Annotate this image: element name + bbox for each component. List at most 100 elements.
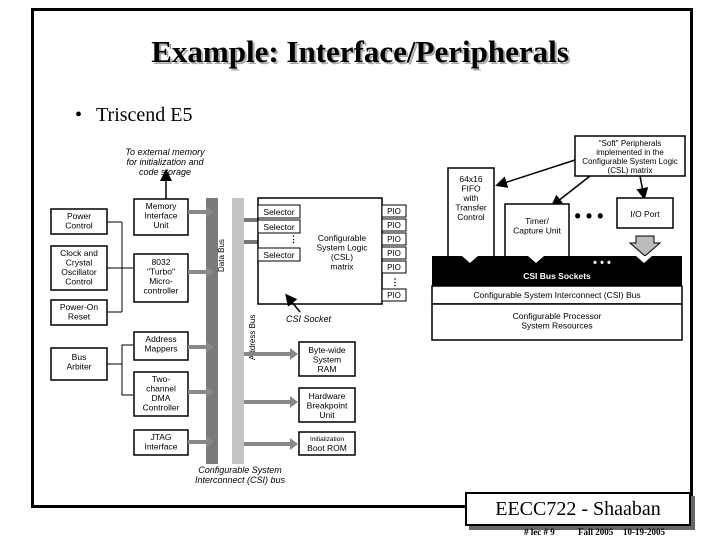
csi-sockets-bar: [432, 256, 682, 286]
ram-box: [298, 341, 356, 377]
text-line: Bus: [72, 352, 87, 362]
footer-date: 10-19-2005: [623, 527, 665, 537]
text-line: Memory: [146, 201, 177, 211]
text-line: Power-On: [60, 302, 99, 312]
text-line: To external memory: [125, 147, 205, 157]
timer-label: Timer/Capture Unit: [513, 216, 561, 236]
soft-periph-callout: [574, 135, 686, 177]
selector-label-2: Selector: [263, 222, 294, 232]
text-line: Control: [65, 277, 93, 287]
control-brace: [107, 221, 133, 313]
text-line: (CSL): [331, 252, 353, 262]
csi-socket-arrow: [285, 293, 301, 313]
pio-ellipsis: ⋮: [391, 277, 400, 287]
text-line: System Logic: [316, 243, 368, 253]
text-line: Interface: [144, 442, 177, 452]
clock-box: [50, 245, 108, 291]
io-port-box: [616, 197, 674, 229]
socket-notches: [462, 256, 652, 263]
text-line: channel: [146, 384, 176, 394]
text-line: "Soft" Peripherals: [599, 139, 662, 148]
processor-res-box: [431, 303, 683, 341]
bus-arbiter-box: [50, 347, 108, 381]
text-line: Control: [457, 212, 485, 222]
text-line: Reset: [68, 312, 91, 322]
mcu-label: 8032"Turbo"Micro-controller: [144, 257, 179, 296]
text-line: Configurable Processor: [513, 311, 602, 321]
text-line: "Turbo": [147, 267, 175, 277]
text-line: Crystal: [66, 258, 93, 268]
selector-ellipsis: ⋮: [289, 234, 298, 244]
pio-label-1: PIO: [387, 207, 401, 216]
text-line: Hardware: [309, 391, 346, 401]
miu-box: [133, 198, 189, 236]
boot-rom-box: [298, 431, 356, 456]
footer-lecture: # lec # 9: [524, 527, 555, 537]
mcu-box: [133, 253, 189, 303]
text-line: 8032: [152, 257, 171, 267]
csi-bus-right-label: Configurable System Interconnect (CSI) B…: [473, 290, 640, 300]
text-line: Configurable System: [198, 465, 282, 475]
text-line: DMA: [152, 393, 171, 403]
pio-label-3: PIO: [387, 235, 401, 244]
io-port-arrow: [628, 235, 662, 257]
addr-mappers-box: [133, 331, 189, 361]
text-line: RAM: [318, 364, 337, 374]
text-line: (CSL) matrix: [608, 166, 653, 175]
fifo-box: [447, 167, 495, 259]
text-line: implemented in the: [596, 148, 664, 157]
pio-label-4: PIO: [387, 249, 401, 258]
pio-label-5: PIO: [387, 263, 401, 272]
text-line: System: [313, 355, 341, 365]
text-line: JTAG: [150, 432, 171, 442]
text-line: Mappers: [144, 344, 177, 354]
selector-box-3: [257, 247, 301, 262]
boot-rom-label: Boot ROM: [307, 443, 347, 453]
address-bus: [232, 198, 244, 464]
text-line: Address: [145, 334, 176, 344]
dma-box: [133, 371, 189, 417]
text-line: Configurable: [318, 233, 366, 243]
pio-label-6: PIO: [387, 291, 401, 300]
bullet-dot: •: [75, 104, 83, 126]
text-line: Interface: [144, 211, 177, 221]
text-line: Transfer: [455, 203, 487, 213]
text-line: Configurable System Logic: [582, 157, 678, 166]
text-line: Control: [65, 221, 93, 231]
footer-term: Fall 2005: [578, 527, 614, 537]
io-port-label: I/O Port: [630, 209, 660, 219]
text-line: Unit: [319, 410, 335, 420]
bullet-item: •Triscend E5: [75, 104, 193, 127]
callout-arrow-fifo: [495, 159, 576, 188]
text-line: code storage: [139, 167, 191, 177]
text-line: 64x16: [459, 174, 482, 184]
text-line: Capture Unit: [513, 226, 561, 236]
text-line: Micro-: [149, 276, 173, 286]
text-line: FIFO: [461, 184, 481, 194]
course-badge: EECC722 - Shaaban: [465, 492, 691, 526]
callout-arrow-timer: [550, 175, 591, 207]
text-line: Power: [67, 211, 91, 221]
text-line: matrix: [330, 262, 354, 272]
address-bus-label: Address Bus: [248, 315, 257, 360]
data-bus: [206, 198, 218, 464]
text-line: Oscillator: [61, 267, 97, 277]
text-line: Controller: [143, 403, 180, 413]
csi-socket-label: CSI Socket: [286, 314, 332, 324]
text-line: with: [462, 193, 478, 203]
selector-box-1: [257, 204, 301, 219]
